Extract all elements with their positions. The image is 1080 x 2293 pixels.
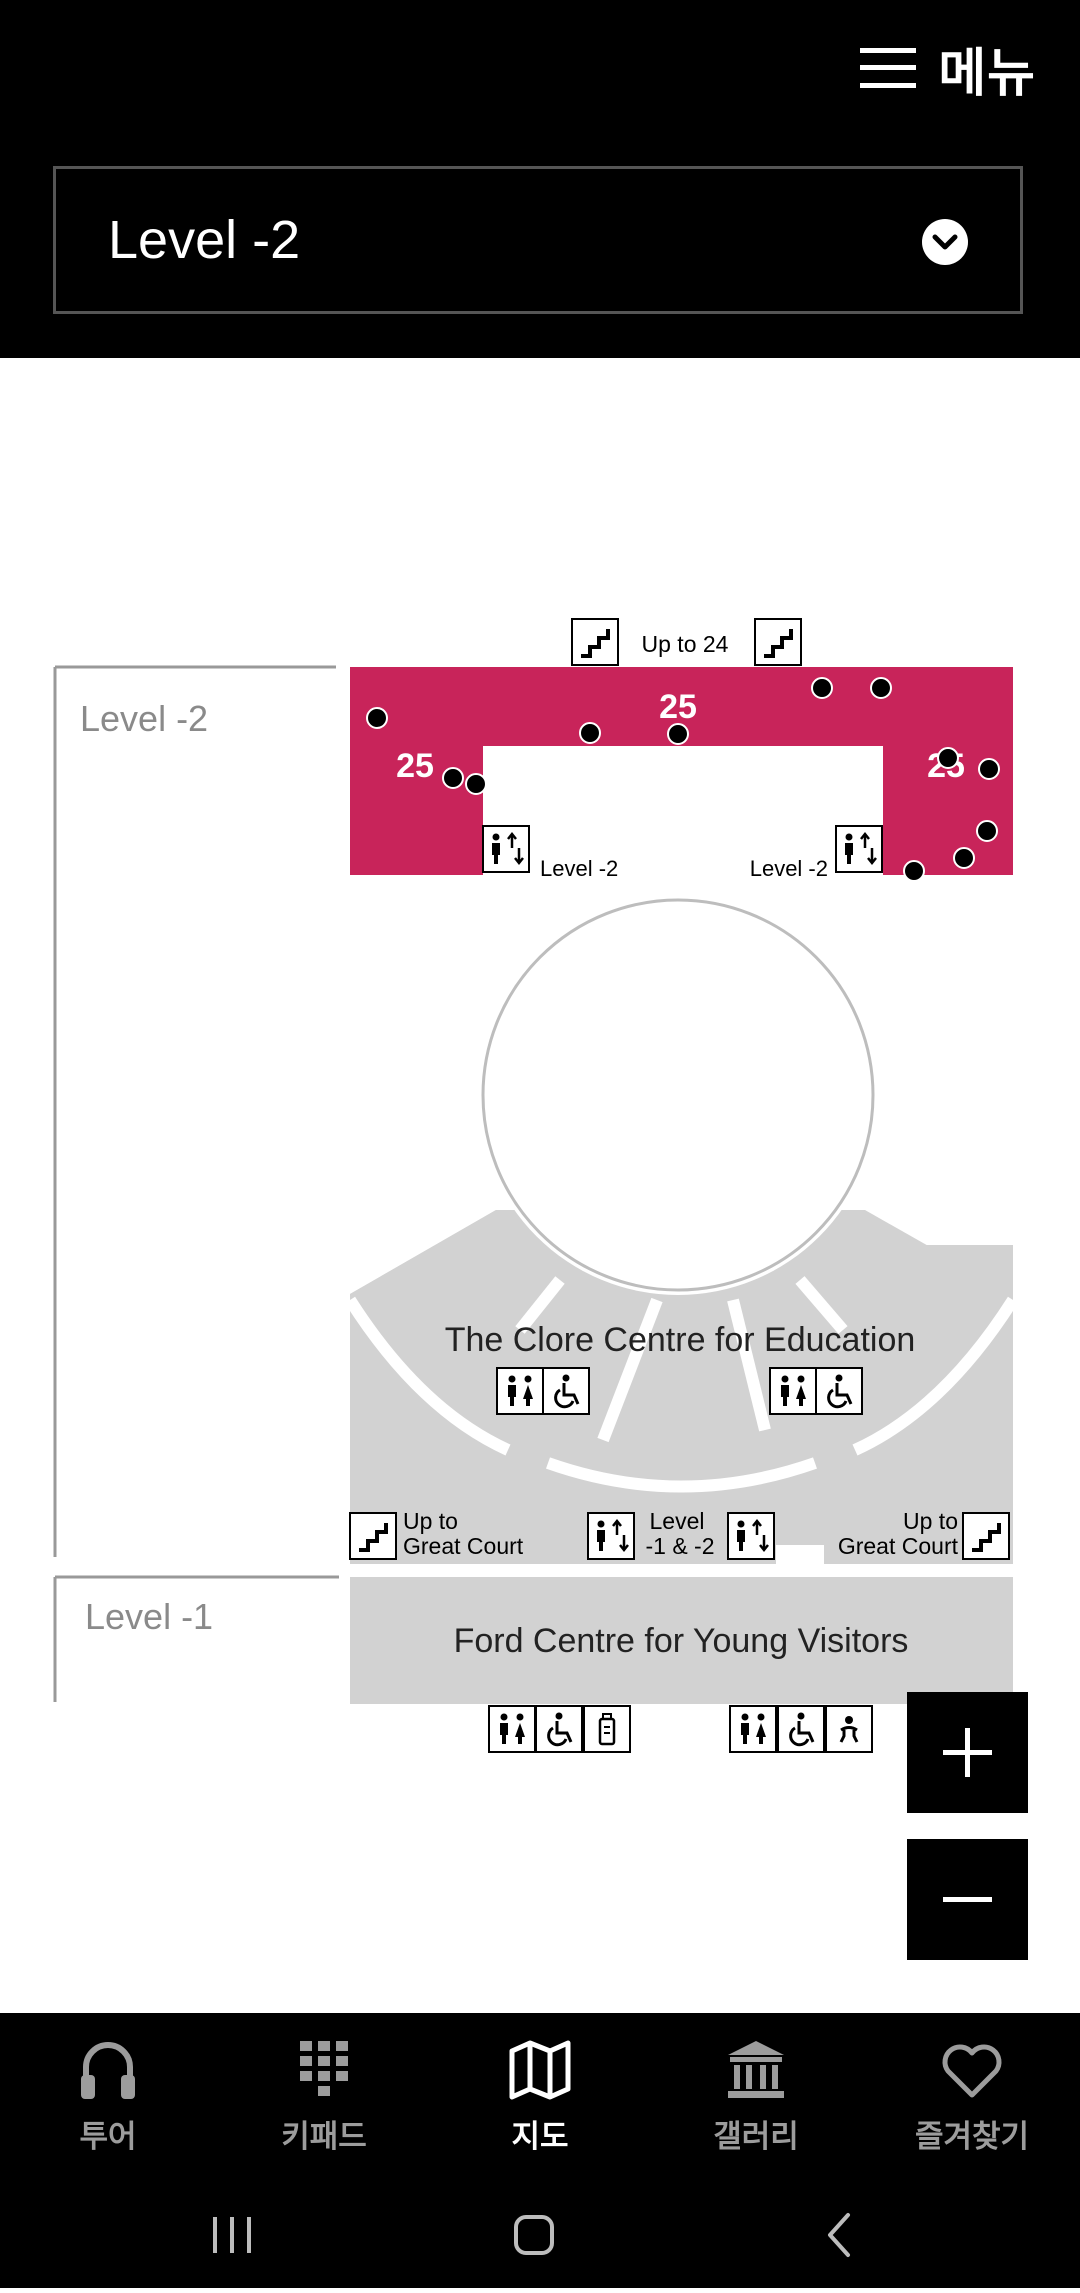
level-dropdown[interactable]: Level -2 [53, 166, 1023, 314]
level-label: Level [650, 1508, 705, 1534]
zone-label-level-minus1: Level -1 [85, 1596, 213, 1637]
tab-gallery[interactable]: 갤러리 [656, 2037, 856, 2177]
ford-centre-label: Ford Centre for Young Visitors [454, 1622, 909, 1660]
room-number-left: 25 [396, 747, 434, 785]
tab-favourites[interactable]: 즐겨찾기 [872, 2037, 1072, 2177]
gallery-icon [728, 2041, 784, 2098]
stairs-icon [570, 617, 620, 667]
zoom-out-button[interactable] [907, 1839, 1028, 1960]
zone-label-level-minus2: Level -2 [80, 698, 208, 739]
lift-icon [586, 1511, 636, 1561]
stairs-icon [753, 617, 803, 667]
zone-bracket-level-minus1 [53, 1575, 339, 1702]
level-dropdown-value: Level -2 [108, 210, 301, 270]
zoom-in-button[interactable] [907, 1692, 1028, 1813]
floor-map[interactable]: Level -2 Level -1 25 25 25 Up to 24 Leve… [0, 358, 1080, 2013]
baby-change-icon [824, 1704, 874, 1754]
back-button[interactable] [778, 2183, 898, 2288]
tab-tour-label: 투어 [79, 2119, 137, 2155]
great-court-label-left: Great Court [403, 1533, 524, 1559]
chevron-down-icon [922, 219, 968, 265]
zone-bracket-level-minus2 [53, 665, 336, 1557]
clore-centre-label: The Clore Centre for Education [445, 1321, 916, 1359]
up-to-24-label: Up to 24 [642, 631, 729, 657]
tab-map[interactable]: 지도 [440, 2037, 640, 2177]
home-icon [514, 2215, 554, 2255]
rotunda-circle[interactable] [481, 898, 875, 1292]
baby-bottle-icon [582, 1704, 632, 1754]
home-button[interactable] [474, 2183, 594, 2288]
lift-icon [726, 1511, 776, 1561]
lift-right-label: Level -2 [750, 856, 828, 881]
toilets-icon [769, 1367, 817, 1415]
accessible-toilet-icon [541, 1366, 591, 1416]
recent-apps-button[interactable] [172, 2183, 292, 2288]
lift-icon [481, 824, 531, 874]
ford-centre-area[interactable] [350, 1577, 1013, 1704]
up-to-label-right: Up to [903, 1508, 958, 1534]
corridor-arc [344, 1296, 511, 1456]
great-court-label-right: Great Court [838, 1533, 959, 1559]
hamburger-icon [860, 48, 917, 88]
system-navigation-bar [0, 2183, 1080, 2288]
clore-centre-area[interactable] [350, 1210, 1013, 1564]
lift-left-label: Level -2 [540, 856, 618, 881]
map-icon [509, 2040, 571, 2100]
up-to-label-left: Up to [403, 1508, 458, 1534]
toilets-icon [488, 1705, 536, 1753]
tab-map-label: 지도 [511, 2119, 569, 2155]
heart-icon [942, 2044, 1002, 2098]
accessible-toilet-icon [814, 1366, 864, 1416]
menu-label: 메뉴 [938, 43, 1036, 104]
toilets-icon [729, 1705, 777, 1753]
back-icon [828, 2213, 850, 2257]
app-header: 메뉴 Level -2 [0, 0, 1080, 358]
stairs-icon [348, 1511, 398, 1561]
corridor-arc [546, 1457, 817, 1493]
tab-keypad-label: 키패드 [281, 2119, 367, 2155]
accessible-toilet-icon [776, 1704, 826, 1754]
tab-favourites-label: 즐겨찾기 [914, 2119, 1030, 2155]
recent-apps-icon [213, 2217, 251, 2253]
tab-tour[interactable]: 투어 [8, 2037, 208, 2177]
object-markers[interactable] [366, 677, 1000, 882]
menu-button[interactable]: 메뉴 [860, 36, 1036, 104]
room-number-top: 25 [659, 688, 697, 726]
accessible-toilet-icon [534, 1704, 584, 1754]
stairs-icon [961, 1511, 1011, 1561]
keypad-icon [300, 2041, 348, 2096]
level-range-label: -1 & -2 [645, 1533, 714, 1559]
tab-keypad[interactable]: 키패드 [224, 2037, 424, 2177]
tab-gallery-label: 갤러리 [713, 2119, 799, 2155]
room-25-area[interactable] [350, 667, 1013, 875]
corridor-arc [852, 1296, 1019, 1456]
bottom-navigation: 투어 키패드 지도 갤러리 즐겨찾기 [0, 2013, 1080, 2288]
headphones-icon [81, 2042, 135, 2099]
lift-icon [834, 824, 884, 874]
toilets-icon [496, 1367, 544, 1415]
